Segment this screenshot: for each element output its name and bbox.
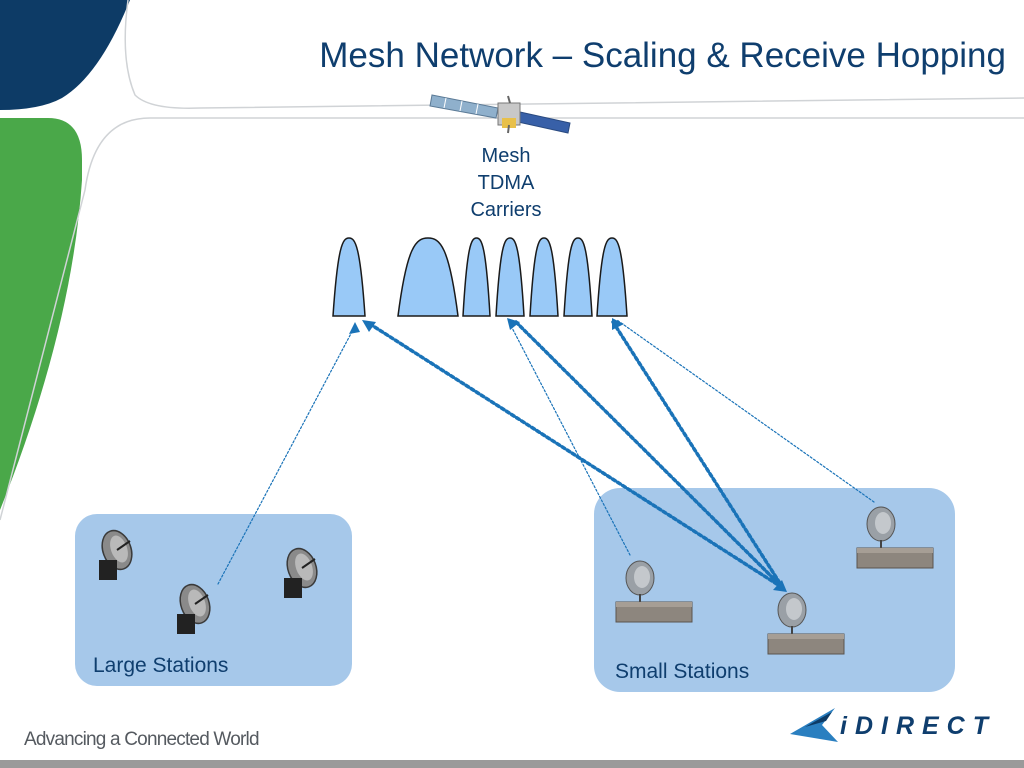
- link-large-to-carrier-1: [217, 325, 356, 585]
- carrier-spectrum: [332, 237, 628, 317]
- arrowhead: [612, 318, 624, 330]
- small-station-1-icon: [615, 560, 693, 623]
- green-side-shape: [0, 118, 82, 510]
- large-station-2-icon: [177, 583, 211, 634]
- carrier-1: [332, 237, 366, 317]
- large-stations-box: [75, 514, 352, 686]
- arrowhead: [773, 580, 787, 592]
- small-station-3-icon: [856, 506, 934, 569]
- carrier-label: Mesh TDMA Carriers: [456, 143, 556, 224]
- large-stations-label: Large Stations: [93, 654, 229, 677]
- idirect-logo-icon: [790, 708, 838, 742]
- arrowhead: [507, 318, 520, 330]
- carrier-5: [529, 237, 559, 317]
- carrier-label-line: Carriers: [470, 199, 542, 221]
- link-lines: [217, 318, 875, 592]
- link-carrier-1-to-small-station: [368, 322, 785, 590]
- small-station-2-icon: [767, 592, 845, 655]
- content-area-outline: [0, 117, 1024, 521]
- link-small-right-to-carrier-6: [616, 319, 875, 503]
- slide-title: Mesh Network – Scaling & Receive Hopping: [319, 36, 1006, 75]
- small-stations-label: Small Stations: [615, 660, 750, 683]
- arrowhead: [349, 322, 360, 334]
- carrier-4: [495, 237, 525, 317]
- carrier-7: [596, 237, 628, 317]
- footer-bar: [0, 760, 1024, 768]
- carrier-3: [462, 237, 491, 317]
- large-station-3-icon: [284, 547, 318, 598]
- satellite-icon: [429, 94, 571, 134]
- large-station-1-icon: [99, 529, 133, 580]
- carrier-label-line: Mesh: [481, 145, 531, 167]
- footer-tagline: Advancing a Connected World: [24, 729, 260, 750]
- carrier-6: [563, 237, 593, 317]
- idirect-logo-text: iDIRECT: [840, 712, 996, 740]
- title-band-outline: [124, 0, 1024, 109]
- link-carrier-6-to-small-station: [611, 320, 785, 590]
- navy-corner-shape: [0, 0, 130, 110]
- carrier-2: [397, 237, 459, 317]
- carrier-label-line: TDMA: [477, 172, 535, 194]
- arrowhead: [362, 320, 376, 332]
- link-carrier-4-to-small-station: [514, 320, 785, 590]
- link-small-left-to-carrier-4: [508, 321, 631, 556]
